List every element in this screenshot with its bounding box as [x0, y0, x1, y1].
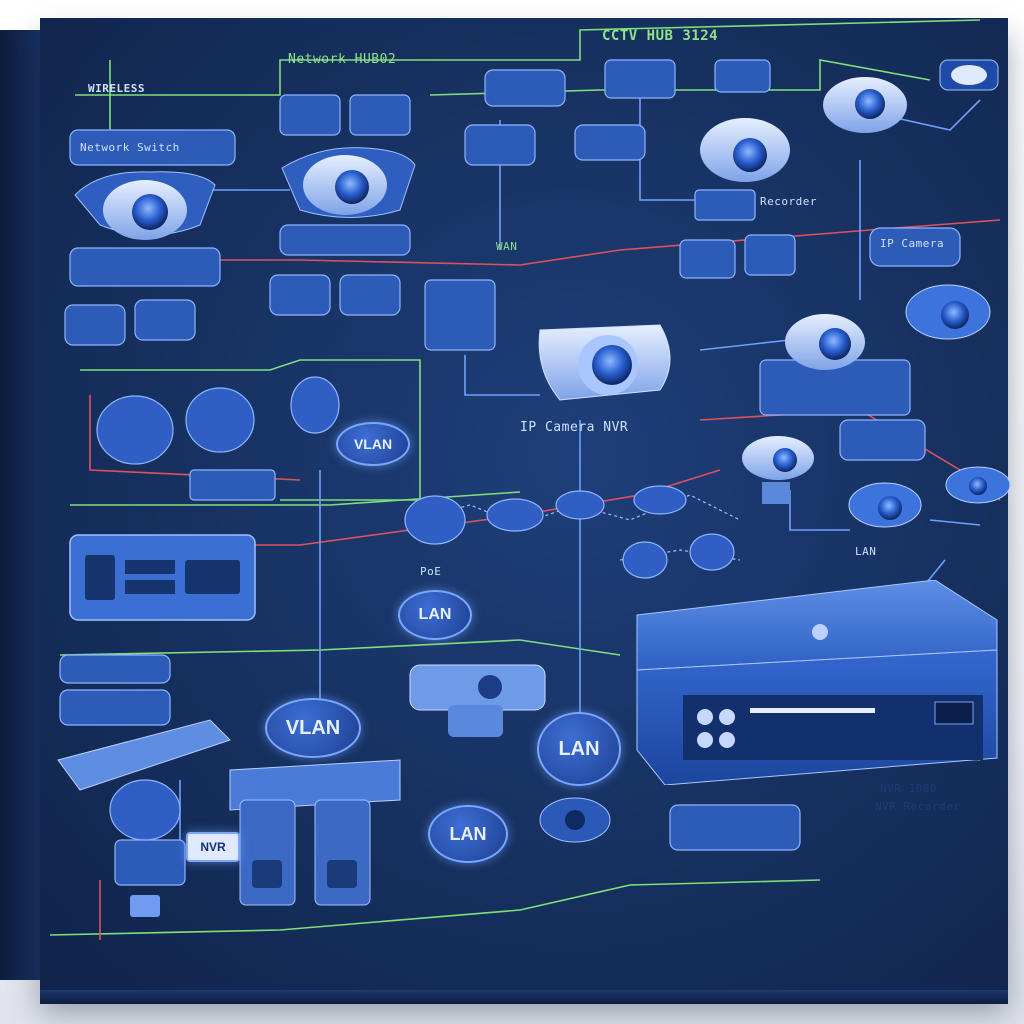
- round-module: [689, 533, 735, 571]
- module-tile: [59, 689, 171, 726]
- camera-icon: [281, 147, 416, 218]
- label-recorder: Recorder: [760, 195, 817, 208]
- lan-node-bottom[interactable]: LAN: [428, 805, 508, 863]
- camera-icon: [700, 118, 790, 182]
- label-right-group: IP Camera: [880, 237, 945, 250]
- module-tile: [424, 279, 496, 351]
- blue-link: [929, 519, 981, 526]
- camera-icon: [742, 436, 814, 504]
- camera-icon: [945, 466, 1011, 504]
- small-camera: [539, 797, 611, 843]
- module-tile: [64, 304, 126, 346]
- round-module: [633, 485, 687, 515]
- label-camera-group: IP Camera NVR: [520, 420, 629, 435]
- round-module: [622, 541, 668, 579]
- board-side-edge: [0, 30, 42, 980]
- module-tile: [279, 94, 341, 136]
- round-module: [555, 490, 605, 520]
- green-link: [75, 19, 981, 96]
- camera-icon: [905, 284, 991, 340]
- module-tile: [484, 69, 566, 107]
- module-tile: [349, 94, 411, 136]
- camera-icon: [823, 77, 907, 133]
- module-tile: [59, 654, 171, 684]
- camera-icon: [785, 314, 865, 370]
- module-tile: [679, 239, 736, 279]
- left-switch: [69, 534, 256, 621]
- lan-node-bottom-right[interactable]: LAN: [537, 712, 621, 786]
- label-right-note: NVR 1080: [880, 782, 937, 795]
- module-tile: [694, 189, 756, 221]
- round-module: [486, 498, 544, 532]
- camera-icon: [939, 59, 999, 91]
- blue-link: [639, 60, 700, 201]
- box-camera: [409, 664, 546, 737]
- module-tile: [869, 227, 961, 267]
- lan-node-mid[interactable]: LAN: [398, 590, 472, 640]
- nvr-box-icon: [636, 580, 998, 785]
- round-module: [109, 779, 181, 841]
- module-tile: [839, 419, 926, 461]
- round-module: [290, 376, 340, 434]
- label-top-left: WIRELESS: [88, 82, 145, 95]
- green-link: [59, 639, 621, 656]
- round-module: [185, 387, 255, 453]
- label-small-1: PoE: [420, 565, 442, 578]
- module-tile: [714, 59, 771, 93]
- label-small-3: LAN: [855, 545, 877, 558]
- header-left-title: Network HUB02: [288, 52, 397, 67]
- header-title: CCTV HUB 3124: [602, 28, 719, 44]
- nvr-recorder: [635, 580, 1000, 785]
- module-tile: [69, 129, 236, 166]
- module-tile: [339, 274, 401, 316]
- module-tile: [69, 247, 221, 287]
- label-left-module: Network Switch: [80, 141, 180, 154]
- module-tile: [134, 299, 196, 341]
- green-link: [70, 491, 521, 506]
- green-link: [49, 879, 821, 936]
- camera-icon: [74, 171, 216, 240]
- blue-link: [699, 339, 791, 351]
- module-tile: [464, 124, 536, 166]
- module-tile: [574, 124, 646, 161]
- label-small-2: WAN: [496, 240, 518, 253]
- module-tile: [669, 804, 801, 851]
- module-tile: [279, 224, 411, 256]
- label-bottom-right: NVR Recorder: [875, 800, 961, 813]
- module-tile: [744, 234, 796, 276]
- vlan-node-top[interactable]: VLAN: [336, 422, 410, 466]
- round-module: [404, 495, 466, 545]
- module-tile: [269, 274, 331, 316]
- module-tile: [604, 59, 676, 99]
- blue-link: [464, 355, 540, 396]
- camera-icon: [538, 324, 671, 401]
- blade-units: [57, 719, 401, 917]
- nvr-node[interactable]: NVR: [186, 832, 240, 862]
- vlan-node-bottom[interactable]: VLAN: [265, 698, 361, 758]
- module-tile: [189, 469, 276, 501]
- camera-icon: [848, 482, 922, 528]
- round-module: [96, 395, 174, 465]
- board-bottom-edge: [40, 990, 1008, 1004]
